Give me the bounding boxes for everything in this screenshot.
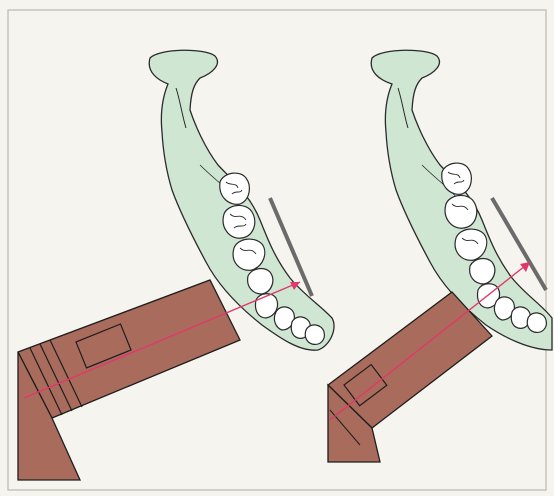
tooth-premolar-1 [248, 269, 273, 294]
tooth-molar-3 [233, 239, 265, 270]
central-ray-right [330, 262, 530, 420]
xray-tube-left [18, 280, 240, 480]
xray-tube-right [328, 292, 492, 462]
tube-body-right [328, 292, 492, 428]
panel-left [18, 50, 334, 480]
tube-body-left [18, 280, 240, 418]
central-ray-arrow-right [520, 262, 530, 272]
tooth-incisor-2 [305, 325, 324, 344]
panel-right [328, 50, 552, 462]
tooth-molar-2 [223, 205, 255, 238]
